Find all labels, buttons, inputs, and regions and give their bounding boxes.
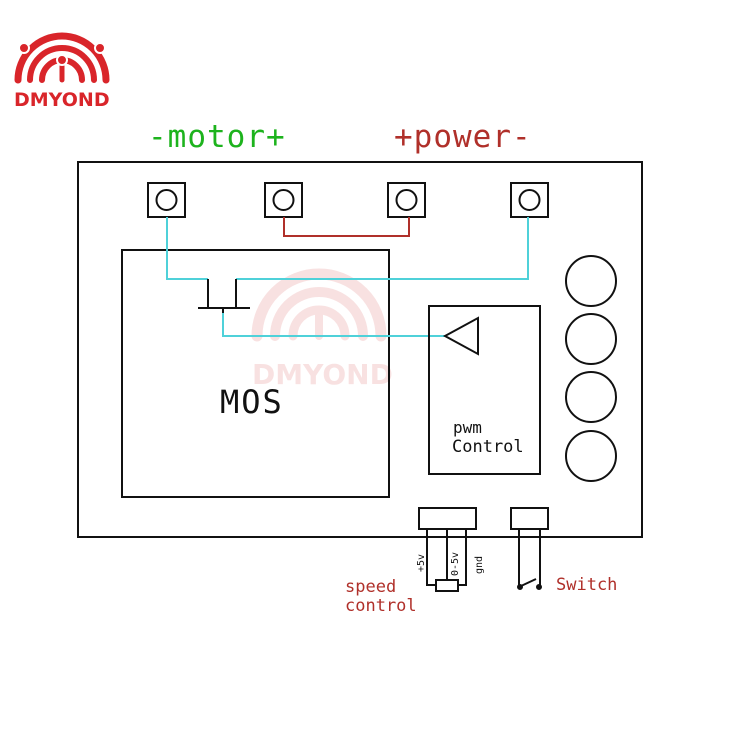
terminal-screw-icon bbox=[155, 189, 178, 211]
pwm-control-label: Control bbox=[452, 437, 524, 457]
pin-5v-label: +5v bbox=[416, 554, 427, 572]
terminal-power-plus bbox=[387, 182, 426, 218]
brand-logo: DMYOND bbox=[14, 32, 110, 111]
power-label: +power- bbox=[394, 119, 532, 155]
switch-connector bbox=[510, 507, 549, 585]
switch-label: Switch bbox=[556, 575, 617, 595]
board-outline bbox=[77, 161, 643, 538]
pwm-label: pwm bbox=[453, 418, 482, 437]
round-components bbox=[565, 255, 617, 482]
brand-watermark-text: DMYOND bbox=[252, 358, 393, 391]
speed-label: speed bbox=[345, 577, 396, 597]
wire-source-to-power bbox=[236, 217, 529, 280]
round-component bbox=[565, 255, 617, 307]
pin-gnd-label: gnd bbox=[474, 556, 485, 574]
mos-block bbox=[121, 249, 390, 498]
push-switch-icon bbox=[517, 578, 542, 590]
terminal-screw-icon bbox=[518, 189, 541, 211]
wire-gate-to-pwm bbox=[222, 311, 445, 337]
signal-wires bbox=[166, 217, 529, 337]
mos-label: MOS bbox=[220, 383, 284, 421]
terminal-screw-icon bbox=[395, 189, 418, 211]
round-component bbox=[565, 371, 617, 423]
wire-motor-to-drain bbox=[166, 217, 208, 280]
pwm-control-block bbox=[428, 305, 541, 475]
terminal-motor-minus bbox=[147, 182, 186, 218]
motor-label: -motor+ bbox=[148, 119, 286, 155]
triangle-buffer-icon bbox=[442, 316, 479, 356]
speed-control-label: control bbox=[345, 596, 417, 616]
mosfet-symbol-icon bbox=[198, 279, 250, 313]
brand-logo-icon bbox=[14, 32, 110, 84]
terminal-power-minus bbox=[510, 182, 549, 218]
brand-watermark: DMYOND bbox=[251, 268, 393, 391]
round-component bbox=[565, 313, 617, 365]
round-component bbox=[565, 430, 617, 482]
pin-signal-label: 0-5v bbox=[450, 552, 461, 576]
potentiometer-icon bbox=[435, 579, 459, 592]
terminal-screw-icon bbox=[272, 189, 295, 211]
terminal-motor-plus bbox=[264, 182, 303, 218]
brand-logo-text: DMYOND bbox=[14, 89, 110, 111]
speed-connector bbox=[418, 507, 477, 586]
bridge-wire bbox=[283, 217, 410, 237]
